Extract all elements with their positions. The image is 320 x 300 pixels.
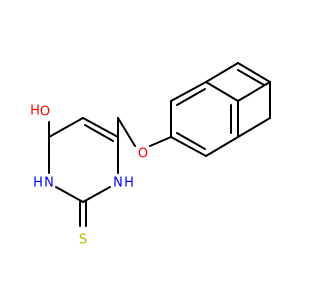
bond-c2-n3 [55, 186, 84, 203]
bond-naph-6-double [176, 132, 206, 150]
nitrogen-3-hydrogen-label: H [33, 176, 43, 191]
bond-c5-c6-double [84, 124, 114, 142]
bond-n1-c2 [82, 186, 111, 203]
hydroxyl-hydrogen-label: H [30, 104, 40, 119]
bond-naph-2 [170, 81, 207, 102]
bond-naph-2-double [176, 88, 206, 106]
bond-c4-c5 [48, 117, 84, 138]
bond-naph-11-double [237, 69, 265, 86]
ether-oxygen-label: O [138, 147, 148, 162]
sulfur-label: S [79, 233, 87, 248]
bond-naph-12 [205, 62, 239, 83]
bond-naph-7 [237, 81, 271, 102]
bond-ch2-o [117, 117, 136, 147]
bond-c5-c6 [82, 117, 119, 138]
bond-o-c2prime [149, 136, 172, 147]
hydroxyl-oxygen-label: O [40, 105, 50, 120]
bond-naph-3 [205, 81, 239, 102]
nitrogen-3-label: N [44, 176, 54, 191]
nitrogen-1-hydrogen-label: H [124, 176, 134, 191]
nitrogen-1-label: N [113, 176, 123, 191]
bond-naph-10 [237, 117, 271, 138]
bond-naph-11 [237, 62, 271, 83]
bond-naph-6 [170, 136, 207, 157]
molecule-structure-diagram: O H N H N H S O [30, 62, 271, 248]
bond-naph-5 [205, 136, 239, 157]
